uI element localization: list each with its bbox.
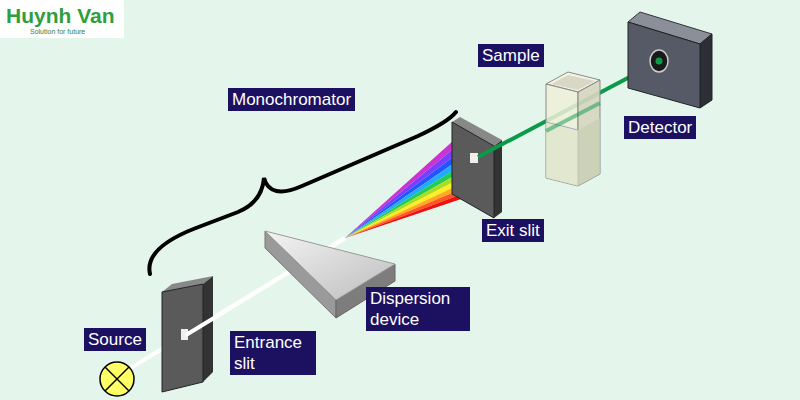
part-label: Exit slit — [482, 219, 544, 242]
part-label: Detector — [624, 116, 696, 139]
exit-slit-plate — [452, 117, 502, 218]
part-label: Entrance slit — [230, 331, 316, 375]
logo-text: Huynh Van — [6, 4, 115, 28]
sample-cuvette — [546, 72, 600, 186]
part-label: Sample — [478, 44, 544, 67]
part-label: Source — [84, 328, 146, 351]
logo-ground — [0, 0, 124, 38]
green-beam-in-sample — [546, 103, 600, 131]
light-source — [100, 362, 134, 396]
part-label: Dispersion device — [366, 287, 470, 331]
part-label: Monochromator — [228, 88, 355, 111]
logo-tagline: Solution for future — [30, 28, 85, 36]
detector-box — [628, 12, 712, 108]
